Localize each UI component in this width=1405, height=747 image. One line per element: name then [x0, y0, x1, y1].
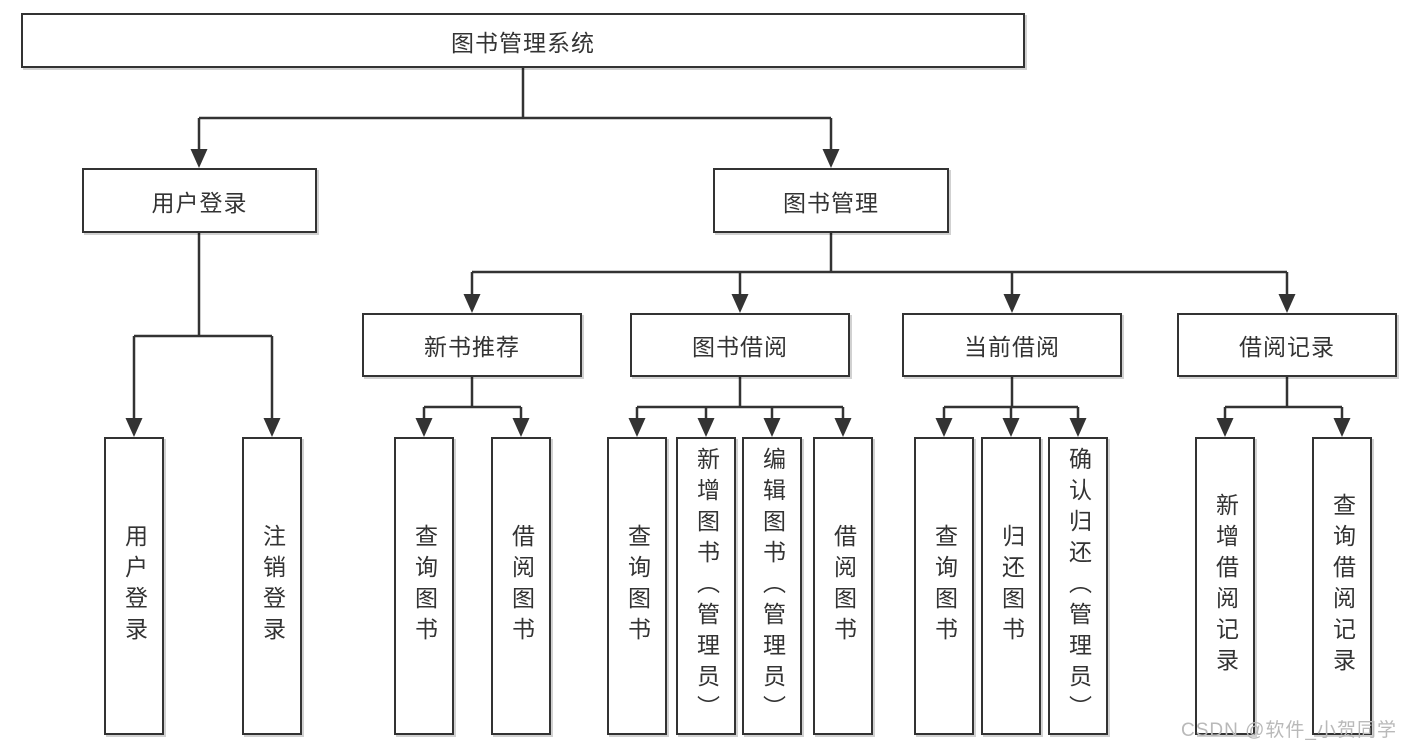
leaf-borrow-books-label: 借阅图书 — [830, 524, 857, 648]
node-new-book-recommend-label: 新书推荐 — [424, 334, 520, 360]
leaf-edit-book-admin: 编辑图书（管理员） — [742, 437, 802, 735]
leaf-add-book-admin: 新增图书（管理员） — [676, 437, 736, 735]
leaf-confirm-return-admin: 确认归还（管理员） — [1048, 437, 1108, 735]
node-current-borrow-label: 当前借阅 — [964, 334, 1060, 360]
leaf-user-login: 用户登录 — [104, 437, 164, 735]
leaf-add-book-admin-label: 新增图书（管理员） — [693, 446, 720, 726]
leaf-recommend-borrow-books-label: 借阅图书 — [508, 524, 535, 648]
node-library-system-label: 图书管理系统 — [451, 29, 595, 56]
leaf-logout-label: 注销登录 — [259, 524, 286, 648]
leaf-current-query-books: 查询图书 — [914, 437, 974, 735]
leaf-edit-book-admin-label: 编辑图书（管理员） — [759, 446, 786, 726]
leaf-query-borrow-record: 查询借阅记录 — [1312, 437, 1372, 735]
node-current-borrow: 当前借阅 — [902, 313, 1122, 377]
leaf-borrow-books: 借阅图书 — [813, 437, 873, 735]
leaf-user-login-label: 用户登录 — [121, 524, 148, 648]
leaf-query-borrow-record-label: 查询借阅记录 — [1329, 493, 1356, 679]
leaf-return-books-label: 归还图书 — [998, 524, 1025, 648]
node-library-system: 图书管理系统 — [21, 13, 1025, 68]
leaf-borrow-query-books-label: 查询图书 — [624, 524, 651, 648]
node-book-management-label: 图书管理 — [783, 189, 879, 216]
leaf-recommend-borrow-books: 借阅图书 — [491, 437, 551, 735]
leaf-add-borrow-record: 新增借阅记录 — [1195, 437, 1255, 735]
csdn-watermark: CSDN @软件_小贺同学 — [1181, 720, 1397, 741]
node-borrow-records-label: 借阅记录 — [1239, 334, 1335, 360]
node-book-borrow-label: 图书借阅 — [692, 334, 788, 360]
node-book-borrow: 图书借阅 — [630, 313, 850, 377]
leaf-current-query-books-label: 查询图书 — [931, 524, 958, 648]
node-user-login: 用户登录 — [82, 168, 317, 233]
leaf-return-books: 归还图书 — [981, 437, 1041, 735]
leaf-borrow-query-books: 查询图书 — [607, 437, 667, 735]
node-new-book-recommend: 新书推荐 — [362, 313, 582, 377]
leaf-recommend-query-books: 查询图书 — [394, 437, 454, 735]
leaf-add-borrow-record-label: 新增借阅记录 — [1212, 493, 1239, 679]
leaf-confirm-return-admin-label: 确认归还（管理员） — [1065, 446, 1092, 726]
leaf-logout: 注销登录 — [242, 437, 302, 735]
node-book-management: 图书管理 — [713, 168, 949, 233]
node-borrow-records: 借阅记录 — [1177, 313, 1397, 377]
leaf-recommend-query-books-label: 查询图书 — [411, 524, 438, 648]
arrowheads — [125, 149, 1351, 437]
node-user-login-label: 用户登录 — [151, 189, 248, 216]
